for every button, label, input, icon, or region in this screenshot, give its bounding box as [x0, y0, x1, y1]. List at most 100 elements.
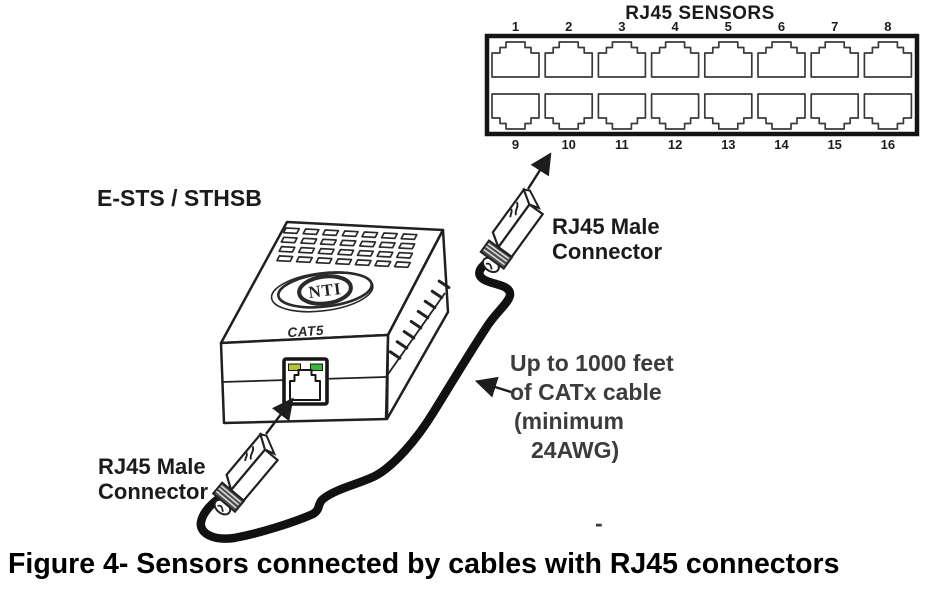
vent-slot	[356, 249, 375, 257]
stray-dash: -	[595, 510, 603, 536]
panel-title: RJ45 SENSORS	[625, 3, 775, 24]
sensor-port-8	[863, 41, 913, 78]
logo-swirl-ring	[270, 271, 374, 313]
arrow-to-panel	[526, 152, 552, 190]
side-vent-mark	[430, 289, 444, 300]
vent-slot	[378, 241, 396, 249]
side-vent-mark	[437, 279, 451, 289]
vent-slot	[358, 240, 377, 248]
top-vent-slots	[276, 227, 418, 269]
sensor-port-12	[650, 93, 700, 130]
vent-slot	[337, 248, 355, 256]
sensor-port-13	[703, 93, 753, 130]
vent-slot	[315, 257, 333, 265]
panel-jacks	[491, 41, 913, 130]
vent-slot	[297, 246, 316, 254]
device-rj45-jack	[282, 357, 329, 406]
led-yellow	[288, 363, 301, 371]
side-vent-mark	[388, 350, 402, 360]
vent-slot	[380, 232, 399, 240]
side-vent-mark	[416, 309, 430, 320]
sensor-port-16	[863, 93, 913, 130]
port-number: 8	[884, 19, 891, 34]
vent-slot	[276, 255, 294, 263]
sensor-port-7	[810, 41, 860, 78]
lower-connector-label-line1: RJ45 Male	[98, 454, 206, 479]
vent-slot	[319, 238, 338, 246]
vent-slot	[282, 227, 301, 235]
vent-slot	[321, 229, 340, 237]
device-box: NTI CAT5	[219, 220, 451, 425]
vent-slot	[317, 247, 335, 255]
sensor-port-11	[597, 93, 647, 130]
cable-note-line3: (minimum	[514, 408, 624, 434]
port-number: 16	[881, 137, 895, 152]
device-label: E-STS / STHSB	[97, 185, 262, 211]
upper-connector-label-line2: Connector	[552, 239, 662, 264]
sensor-port-6	[757, 41, 806, 78]
port-number: 3	[618, 19, 625, 34]
side-vent-mark	[409, 320, 423, 330]
side-vent-mark	[423, 299, 437, 310]
port-number: 4	[671, 19, 679, 34]
cat5-label: CAT5	[287, 323, 325, 341]
upper-connector-label-line1: RJ45 Male	[552, 214, 660, 239]
port-number: 10	[561, 137, 575, 152]
port-number: 5	[725, 19, 732, 34]
vent-slot	[341, 230, 359, 238]
port-number: 12	[668, 137, 682, 152]
port-number: 11	[615, 137, 629, 152]
nti-logo: NTI	[270, 271, 374, 313]
port-number: 2	[565, 19, 572, 34]
logo-inner-ring	[297, 274, 353, 306]
sensor-port-15	[810, 93, 860, 130]
cable-note-line2: of CATx cable	[510, 379, 662, 405]
cable-note: Up to 1000 feet of CATx cable (minimum 2…	[510, 350, 674, 463]
sensor-port-2	[544, 41, 594, 78]
cable-note-line4: 24AWG)	[531, 437, 619, 463]
jack-opening	[289, 369, 321, 401]
catx-cable	[196, 254, 515, 543]
vent-slot	[302, 228, 320, 236]
sensor-port-9	[491, 93, 540, 130]
logo-text: NTI	[307, 279, 342, 302]
sensor-port-3	[597, 41, 647, 78]
sensor-port-14	[757, 93, 806, 130]
upper-connector-label: RJ45 Male Connector	[552, 214, 662, 264]
lower-connector-label-line2: Connector	[98, 479, 208, 504]
vent-slot	[278, 245, 296, 253]
port-number: 7	[831, 19, 838, 34]
sensor-port-5	[703, 41, 753, 78]
vent-slot	[376, 250, 394, 258]
lower-connector-label: RJ45 Male Connector	[98, 454, 208, 504]
led-green	[310, 363, 323, 371]
vent-slot	[280, 236, 298, 244]
lower-rj45-male-connector	[203, 431, 287, 521]
vent-slot	[354, 259, 372, 267]
port-number: 15	[827, 137, 841, 152]
vent-slot	[395, 251, 414, 259]
port-number: 14	[774, 137, 789, 152]
side-vent-mark	[402, 330, 416, 340]
vent-slot	[295, 256, 314, 264]
port-number: 13	[721, 137, 735, 152]
upper-rj45-male-connector	[472, 186, 552, 279]
logo-outer-ring	[277, 271, 373, 309]
sensor-port-4	[650, 41, 700, 78]
vent-slot	[334, 258, 353, 266]
port-number: 6	[778, 19, 785, 34]
figure-caption: Figure 4- Sensors connected by cables wi…	[8, 548, 840, 580]
port-number: 9	[512, 137, 519, 152]
vent-slot	[398, 242, 416, 250]
arrow-to-device-jack	[265, 397, 294, 435]
sensor-port-10	[544, 93, 594, 130]
vent-slot	[300, 237, 318, 245]
vent-slot	[374, 260, 392, 268]
arrow-to-cable	[474, 376, 512, 398]
sensor-port-1	[491, 41, 540, 78]
side-vent-hatch	[388, 279, 451, 360]
